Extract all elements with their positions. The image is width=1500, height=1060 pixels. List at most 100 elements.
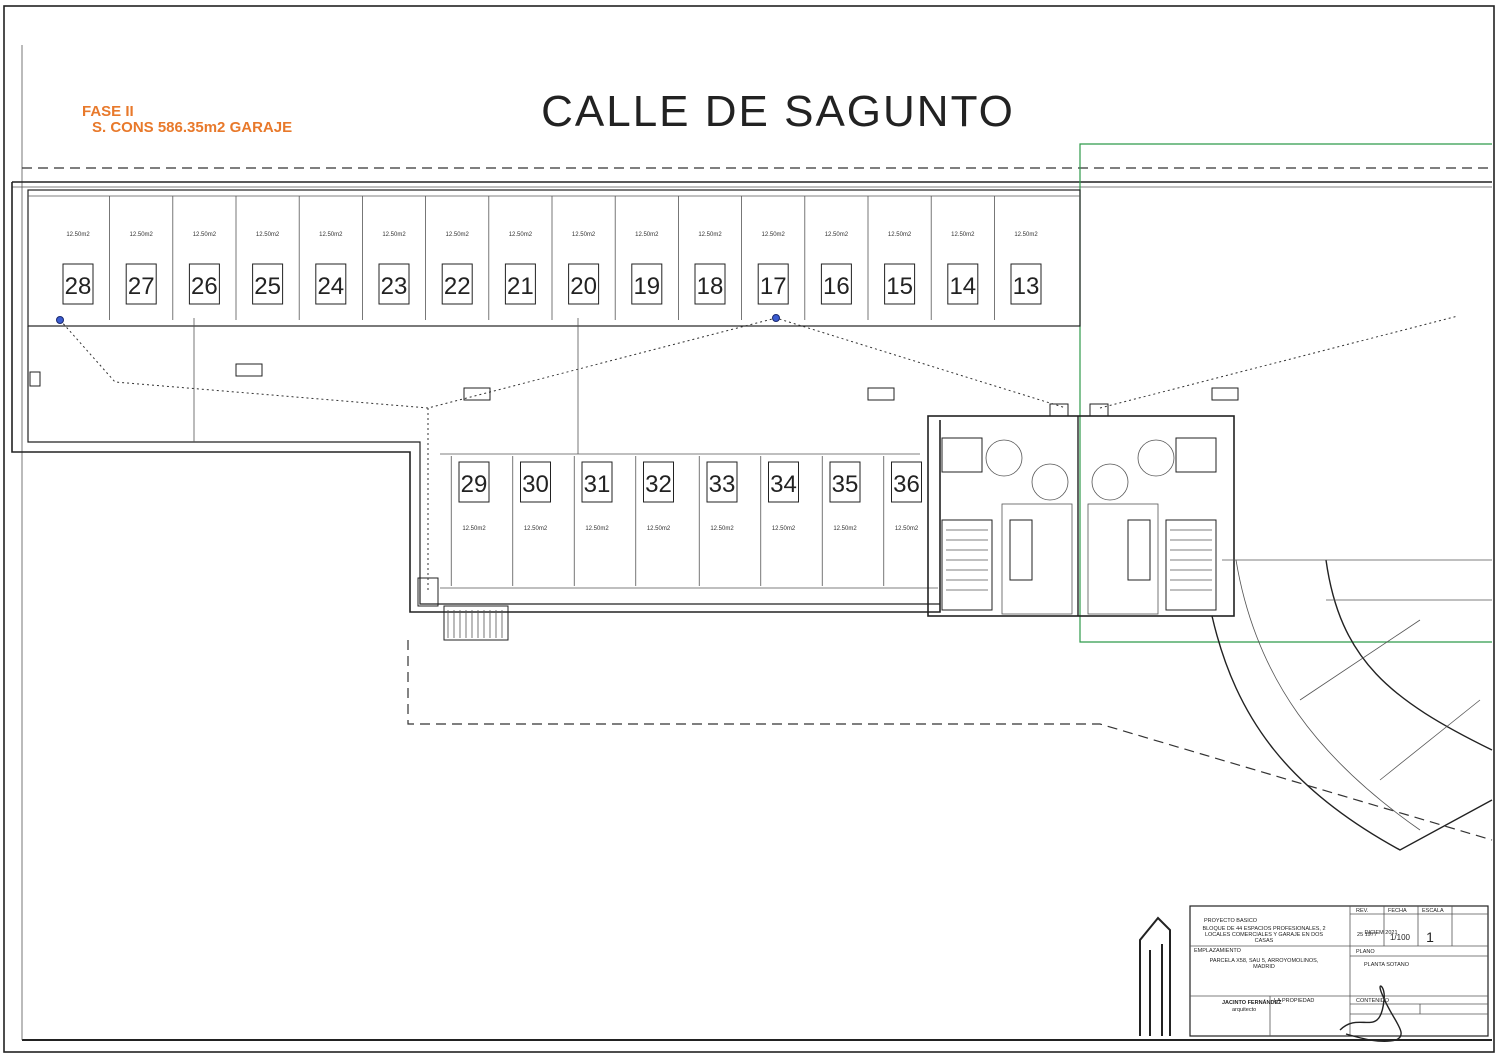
exit-sign-2 bbox=[463, 387, 491, 401]
sheet-number: 1 bbox=[1426, 929, 1434, 945]
detector-point-left bbox=[56, 316, 64, 324]
spot-number: 20 bbox=[570, 273, 597, 300]
parking-spot-26: 26 12.50m2 bbox=[172, 196, 220, 320]
spot-area: 12.50m2 bbox=[951, 232, 975, 238]
title-block: PROYECTO BASICO BLOQUE DE 44 ESPACIOS PR… bbox=[1139, 905, 1489, 1043]
architect-logo bbox=[1139, 916, 1171, 1036]
sheet-border bbox=[3, 5, 1495, 1053]
exit-sign-3 bbox=[867, 387, 895, 401]
parking-spot-31: 31 12.50m2 bbox=[573, 456, 613, 586]
phase-label: FASE II bbox=[82, 103, 134, 120]
garage-inner-wall bbox=[27, 326, 940, 605]
extinguisher-icon-left bbox=[29, 371, 41, 387]
spot-number: 35 bbox=[832, 471, 859, 498]
parking-spot-29: 29 12.50m2 bbox=[450, 456, 490, 586]
parking-row-bottom: 29 12.50m2 30 12.50m2 31 12.50m2 32 12.50m2 33 12… bbox=[450, 456, 922, 586]
parking-spot-25: 25 12.50m2 bbox=[235, 196, 284, 320]
spot-area: 12.50m2 bbox=[710, 526, 734, 532]
location-header: EMPLAZAMIENTO bbox=[1194, 948, 1242, 954]
spot-number: 33 bbox=[709, 471, 736, 498]
spot-area: 12.50m2 bbox=[762, 232, 786, 238]
spot-area: 12.50m2 bbox=[66, 232, 90, 238]
spot-area: 12.50m2 bbox=[524, 526, 548, 532]
spot-number: 31 bbox=[584, 471, 611, 498]
architect-role: arquitecto bbox=[1232, 1007, 1256, 1013]
plan-name: PLANTA SOTANO bbox=[1364, 962, 1410, 968]
parking-spot-17: 17 12.50m2 bbox=[741, 196, 789, 320]
evacuation-route-right bbox=[1099, 315, 1459, 409]
spot-area: 12.50m2 bbox=[698, 232, 722, 238]
parking-row-top: 2812.50m22712.50m22612.50m22512.50m22412… bbox=[62, 196, 1042, 320]
rev-value: 25 1977 bbox=[1357, 932, 1377, 938]
exit-sign-4 bbox=[1211, 387, 1239, 401]
extinguisher-box bbox=[417, 577, 439, 607]
spot-area: 12.50m2 bbox=[446, 232, 470, 238]
parking-spot-32: 32 12.50m2 bbox=[635, 456, 674, 586]
location-line-1: PARCELA X58, SAU 5, ARROYOMOLINOS, bbox=[1210, 958, 1319, 964]
top-parking-row bbox=[27, 189, 1081, 327]
evacuation-route-left bbox=[59, 317, 1067, 409]
spot-number: 19 bbox=[633, 273, 660, 300]
spot-number: 34 bbox=[770, 471, 797, 498]
spot-number: 32 bbox=[645, 471, 672, 498]
rev-header: REV. bbox=[1356, 908, 1369, 914]
signature bbox=[1339, 985, 1402, 1043]
plan-header: PLANO bbox=[1356, 949, 1375, 955]
spot-area: 12.50m2 bbox=[895, 526, 919, 532]
parking-spot-19: 19 12.50m2 bbox=[614, 196, 663, 320]
spot-number: 15 bbox=[886, 273, 913, 300]
core-block bbox=[927, 403, 1235, 617]
spot-area: 12.50m2 bbox=[462, 526, 486, 532]
spot-area: 12.50m2 bbox=[130, 232, 154, 238]
exit-sign-1 bbox=[235, 363, 263, 377]
garage-outer-wall bbox=[11, 182, 941, 613]
spot-area: 12.50m2 bbox=[825, 232, 849, 238]
parking-spot-18: 18 12.50m2 bbox=[678, 196, 726, 320]
spot-area: 12.50m2 bbox=[319, 232, 343, 238]
architect-name: JACINTO FERNÁNDEZ bbox=[1222, 999, 1282, 1006]
parking-spot-33: 33 12.50m2 bbox=[698, 456, 738, 586]
spot-area: 12.50m2 bbox=[888, 232, 912, 238]
contents-header: CONTENIDO bbox=[1356, 998, 1390, 1004]
parking-spot-30: 30 12.50m2 bbox=[512, 456, 551, 586]
spot-number: 30 bbox=[522, 471, 549, 498]
project-line-2: LOCALES COMERCIALES Y GARAJE EN DOS bbox=[1205, 932, 1323, 938]
spot-number: 36 bbox=[893, 471, 920, 498]
spot-number: 17 bbox=[760, 273, 787, 300]
spot-number: 29 bbox=[461, 471, 488, 498]
scale-value: 1/100 bbox=[1390, 933, 1411, 942]
spot-area: 12.50m2 bbox=[193, 232, 217, 238]
spot-area: 12.50m2 bbox=[1014, 232, 1038, 238]
spot-area: 12.50m2 bbox=[647, 526, 671, 532]
spot-area: 12.50m2 bbox=[635, 232, 659, 238]
spot-number: 16 bbox=[823, 273, 850, 300]
spot-number: 26 bbox=[191, 273, 218, 300]
stair-block bbox=[443, 605, 509, 641]
spot-number: 21 bbox=[507, 273, 534, 300]
spot-area: 12.50m2 bbox=[572, 232, 596, 238]
parking-spot-14: 14 12.50m2 bbox=[930, 196, 979, 320]
project-line-3: CASAS bbox=[1255, 938, 1274, 944]
parking-spot-36: 36 12.50m2 bbox=[883, 456, 922, 586]
spot-number: 14 bbox=[949, 273, 976, 300]
spot-number: 18 bbox=[697, 273, 724, 300]
parking-spot-21: 21 12.50m2 bbox=[488, 196, 536, 320]
location-line-2: MADRID bbox=[1253, 964, 1275, 970]
property-header: LA PROPIEDAD bbox=[1274, 998, 1314, 1004]
parking-spot-16: 16 12.50m2 bbox=[804, 196, 852, 320]
spot-area: 12.50m2 bbox=[256, 232, 280, 238]
parking-spot-27: 27 12.50m2 bbox=[109, 196, 157, 320]
spot-number: 27 bbox=[128, 273, 155, 300]
spot-area: 12.50m2 bbox=[585, 526, 609, 532]
spot-number: 28 bbox=[65, 273, 92, 300]
spot-number: 25 bbox=[254, 273, 281, 300]
spot-area: 12.50m2 bbox=[382, 232, 406, 238]
spot-area: 12.50m2 bbox=[509, 232, 533, 238]
lower-dashed-boundary bbox=[407, 640, 1493, 841]
